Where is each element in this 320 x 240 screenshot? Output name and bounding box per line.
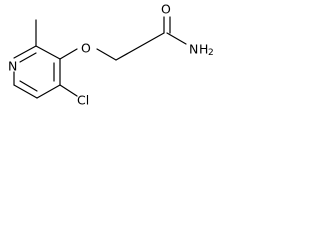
atom-nh2-subscript: 2 bbox=[208, 48, 214, 58]
atom-cl: Cl bbox=[77, 93, 89, 108]
atom-n-ring: N bbox=[8, 59, 17, 74]
atom-nh2-h: H bbox=[199, 42, 208, 57]
atom-o-carbonyl: O bbox=[161, 2, 171, 17]
bond-n1-c2-inner bbox=[19, 52, 37, 63]
pyridine-ring bbox=[13, 45, 61, 99]
bond-c5-c6 bbox=[13, 84, 38, 99]
atom-o-ether: O bbox=[81, 41, 91, 56]
atom-nh2-n: N bbox=[189, 42, 198, 57]
bond-c-n-amide bbox=[166, 32, 187, 45]
bond-ch2-ccarbonyl bbox=[115, 32, 165, 61]
chemical-structure: N O O Cl N H 2 bbox=[8, 2, 214, 108]
bond-c5-c6-inner bbox=[19, 80, 38, 92]
bond-oether-ch2 bbox=[96, 48, 117, 61]
bond-c2-c3 bbox=[35, 45, 61, 60]
bond-n1-c2 bbox=[13, 45, 37, 59]
bond-c4-cl bbox=[59, 84, 78, 97]
atom-nh2: N H 2 bbox=[189, 42, 214, 59]
bond-c3-oether bbox=[59, 48, 78, 60]
bond-c4-c5 bbox=[36, 84, 61, 99]
